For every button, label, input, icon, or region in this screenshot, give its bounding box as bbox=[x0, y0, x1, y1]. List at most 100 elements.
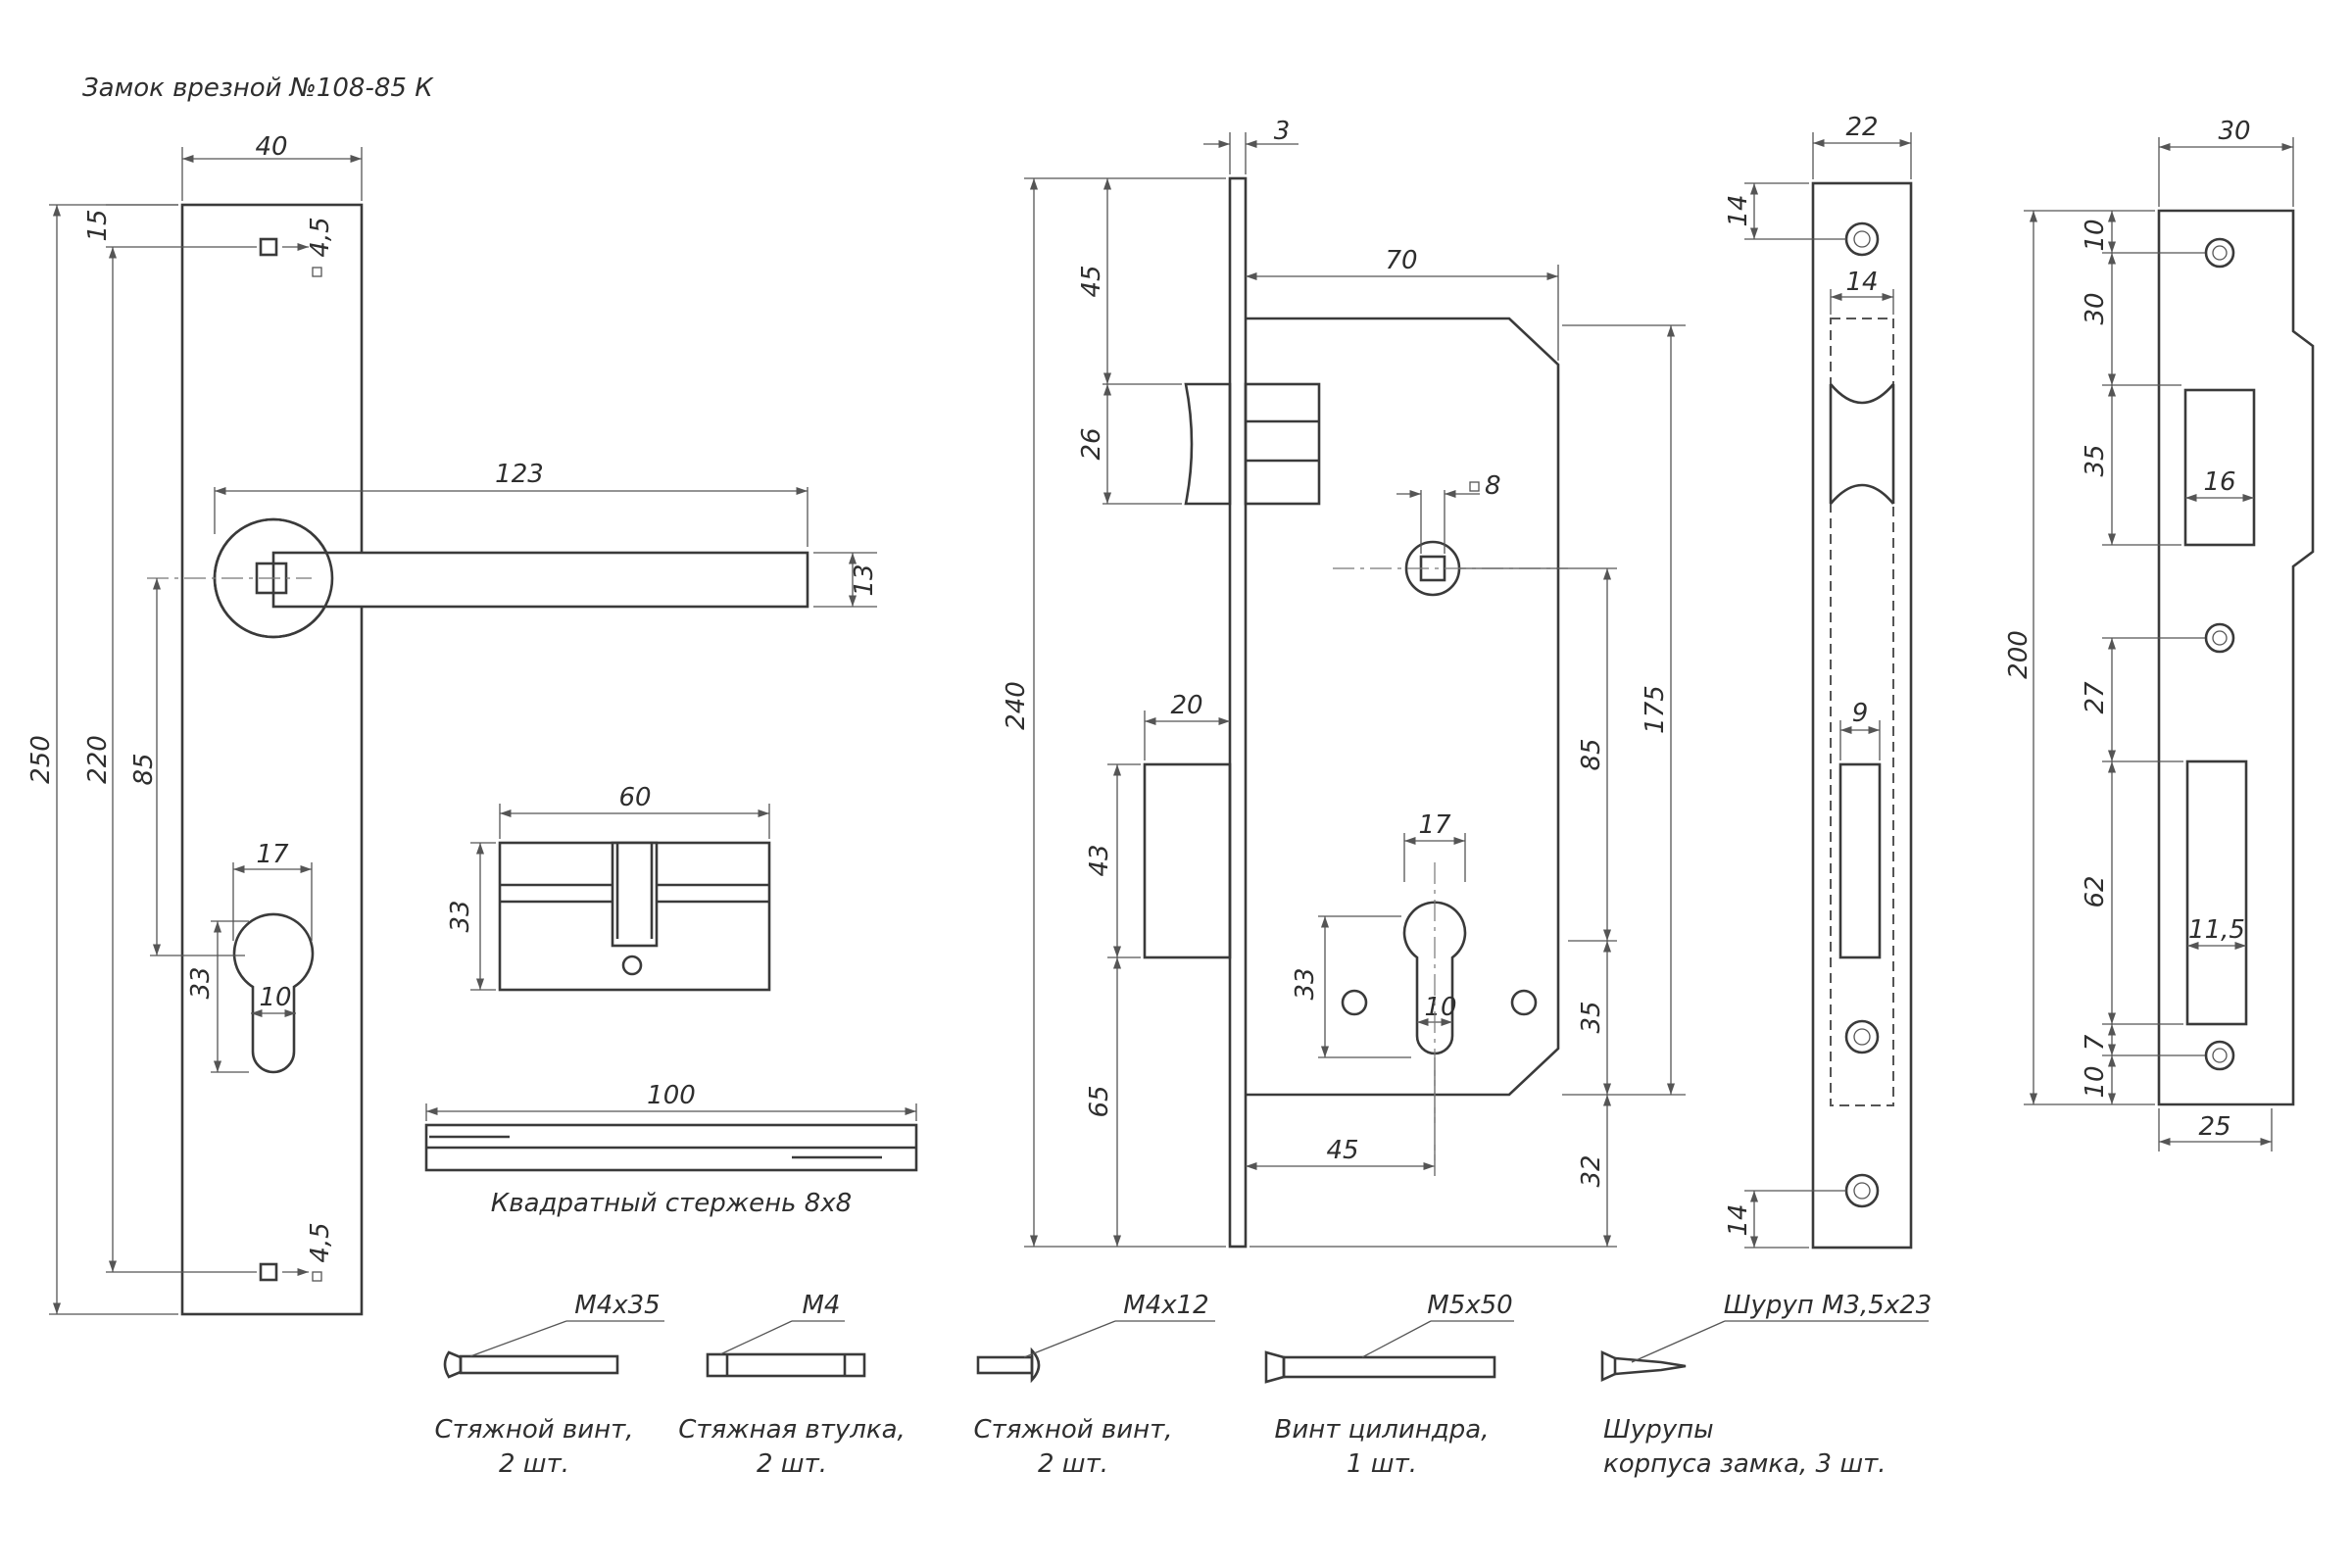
dim-faceplate-slot-width: 9 bbox=[1852, 699, 1869, 728]
handle-plate-outline bbox=[180, 203, 364, 1316]
dim-lock-cylinder-width: 17 bbox=[1418, 810, 1451, 840]
dim-lock-total-height: 240 bbox=[1002, 681, 1031, 730]
cylinder-view: 60 33 bbox=[446, 783, 771, 992]
hardware-row: М4х35 Стяжной винт, 2 шт. М4 Стяжная вту… bbox=[434, 1291, 1932, 1479]
dim-handle-to-cylinder: 85 bbox=[129, 753, 159, 785]
dim-plate-height: 250 bbox=[26, 735, 56, 784]
dim-faceplate-top: 14 bbox=[1724, 194, 1753, 226]
handle-lever bbox=[271, 551, 809, 609]
dim-strike-window2-width: 11,5 bbox=[2188, 915, 2245, 945]
hardware-caption-2b: 2 шт. bbox=[757, 1449, 827, 1479]
dim-spindle-to-cylinder: 85 bbox=[1577, 738, 1606, 770]
dim-strike-window1-height: 35 bbox=[2081, 444, 2110, 476]
hardware-screw-m4x12: М4х12 Стяжной винт, 2 шт. bbox=[973, 1291, 1215, 1479]
dim-lock-cylinder-slot: 10 bbox=[1424, 993, 1456, 1022]
lock-body-view: 3 240 45 26 43 65 20 70 8 bbox=[1002, 117, 1686, 1249]
dim-square-hole: 8 bbox=[1485, 471, 1501, 501]
cylinder-fixing-hole-left bbox=[1341, 989, 1368, 1016]
dim-bottom-gap: 32 bbox=[1577, 1154, 1606, 1187]
faceplate-deadbolt-slot bbox=[1838, 762, 1882, 959]
dim-strike-bottom1: 7 bbox=[2081, 1034, 2110, 1051]
cylinder-cam bbox=[611, 841, 659, 948]
dead-bolt bbox=[1143, 762, 1232, 959]
faceplate-outline bbox=[1811, 181, 1913, 1250]
plate-bottom-square-hole bbox=[259, 1262, 278, 1282]
dim-cylinder-body-height: 33 bbox=[446, 900, 475, 932]
lock-case bbox=[1246, 317, 1560, 1097]
faceplate-front-view: 22 14 14 9 14 bbox=[1724, 113, 1913, 1250]
dim-strike-bottom-width: 25 bbox=[2198, 1112, 2230, 1142]
strike-bolt-window bbox=[2185, 760, 2248, 1026]
faceplate-latch-opening bbox=[1830, 383, 1894, 505]
hardware-screw-m5x50: М5х50 Винт цилиндра, 1 шт. bbox=[1264, 1291, 1514, 1479]
strike-screw-top bbox=[2204, 237, 2235, 269]
dim-plate-top: 15 bbox=[83, 209, 113, 241]
latch-bolt bbox=[1184, 382, 1232, 506]
dim-latch-height: 26 bbox=[1077, 427, 1106, 460]
dim-cylinder-length: 60 bbox=[618, 783, 651, 812]
drawing-title: Замок врезной №108-85 К bbox=[82, 74, 434, 103]
dim-square-bottom: 4,5 bbox=[306, 1222, 335, 1262]
lock-faceplate bbox=[1228, 176, 1248, 1249]
square-rod-view: 100 Квадратный стержень 8х8 bbox=[424, 1081, 918, 1218]
hardware-caption-4a: Винт цилиндра, bbox=[1275, 1415, 1490, 1445]
dim-cylinder-slot: 10 bbox=[259, 983, 291, 1012]
hardware-caption-3a: Стяжной винт, bbox=[973, 1415, 1172, 1445]
dim-strike-window2-height: 62 bbox=[2081, 875, 2110, 907]
faceplate-screw-bottom bbox=[1844, 1173, 1880, 1208]
hardware-caption-1a: Стяжной винт, bbox=[434, 1415, 633, 1445]
hardware-wood-screw: Шуруп М3,5х23 Шурупы корпуса замка, 3 шт… bbox=[1600, 1291, 1932, 1479]
dim-deadbolt-extension: 20 bbox=[1170, 691, 1202, 720]
dim-plate-width: 40 bbox=[255, 132, 287, 162]
hardware-screw-m4x35: М4х35 Стяжной винт, 2 шт. bbox=[434, 1291, 664, 1479]
dim-strike-top2: 30 bbox=[2081, 292, 2110, 324]
strike-screw-middle bbox=[2204, 622, 2235, 654]
hardware-caption-2a: Стяжная втулка, bbox=[678, 1415, 906, 1445]
dim-strike-gap: 27 bbox=[2081, 681, 2110, 714]
hardware-spec-2: М4 bbox=[803, 1291, 841, 1320]
hardware-sleeve-m4: М4 Стяжная втулка, 2 шт. bbox=[678, 1291, 906, 1479]
dim-faceplate-cutout-width: 14 bbox=[1845, 268, 1878, 297]
strike-screw-bottom bbox=[2204, 1040, 2235, 1071]
dim-handle-length: 123 bbox=[495, 460, 544, 489]
faceplate-body-outline-hidden bbox=[1830, 318, 1894, 1106]
hardware-spec-4: М5х50 bbox=[1427, 1291, 1512, 1320]
cylinder-fixing-hole-right bbox=[1510, 989, 1538, 1016]
dim-faceplate-bottom: 14 bbox=[1724, 1203, 1753, 1236]
hardware-caption-3b: 2 шт. bbox=[1038, 1449, 1108, 1479]
cylinder-screw-hole bbox=[621, 955, 643, 976]
dim-backset: 45 bbox=[1326, 1136, 1358, 1165]
dim-handle-span: 220 bbox=[83, 735, 113, 784]
dim-strike-window1-width: 16 bbox=[2203, 467, 2235, 497]
hardware-caption-5a: Шурупы bbox=[1603, 1415, 1714, 1445]
handle-plate-view: 40 15 4,5 250 220 85 123 13 17 33 bbox=[26, 132, 879, 1316]
strike-plate-view: 30 200 10 30 35 16 27 62 11,5 7 10 25 bbox=[2004, 117, 2315, 1152]
dim-rod-length: 100 bbox=[647, 1081, 696, 1110]
dim-body-depth: 70 bbox=[1385, 246, 1417, 275]
latch-housing bbox=[1244, 382, 1321, 506]
rod-caption: Квадратный стержень 8х8 bbox=[491, 1189, 852, 1218]
hardware-spec-3: М4х12 bbox=[1123, 1291, 1208, 1320]
hardware-caption-5b: корпуса замка, 3 шт. bbox=[1603, 1449, 1886, 1479]
dim-deadbolt-height: 43 bbox=[1085, 844, 1114, 876]
dim-strike-total: 200 bbox=[2004, 630, 2034, 679]
hardware-spec-1: М4х35 bbox=[574, 1291, 660, 1320]
dim-lock-cylinder-height: 33 bbox=[1291, 967, 1320, 1000]
plate-top-square-hole bbox=[259, 237, 278, 257]
hardware-caption-4b: 1 шт. bbox=[1347, 1449, 1417, 1479]
dim-faceplate-width: 22 bbox=[1845, 113, 1878, 142]
faceplate-screw-middle bbox=[1844, 1019, 1880, 1054]
dim-lock-top-offset: 45 bbox=[1077, 265, 1106, 297]
faceplate-screw-top bbox=[1844, 221, 1880, 257]
strike-plate-outline bbox=[2157, 209, 2315, 1106]
dim-handle-thickness: 13 bbox=[850, 564, 879, 596]
dim-strike-width: 30 bbox=[2218, 117, 2250, 146]
dim-square-top: 4,5 bbox=[306, 217, 335, 257]
dim-deadbolt-below: 65 bbox=[1085, 1085, 1114, 1117]
dim-body-height: 175 bbox=[1641, 685, 1670, 734]
dim-cylinder-to-bottom: 35 bbox=[1577, 1001, 1606, 1033]
hardware-caption-1b: 2 шт. bbox=[499, 1449, 569, 1479]
dim-faceplate-thickness: 3 bbox=[1274, 117, 1291, 146]
dim-cylinder-width: 17 bbox=[256, 840, 289, 869]
